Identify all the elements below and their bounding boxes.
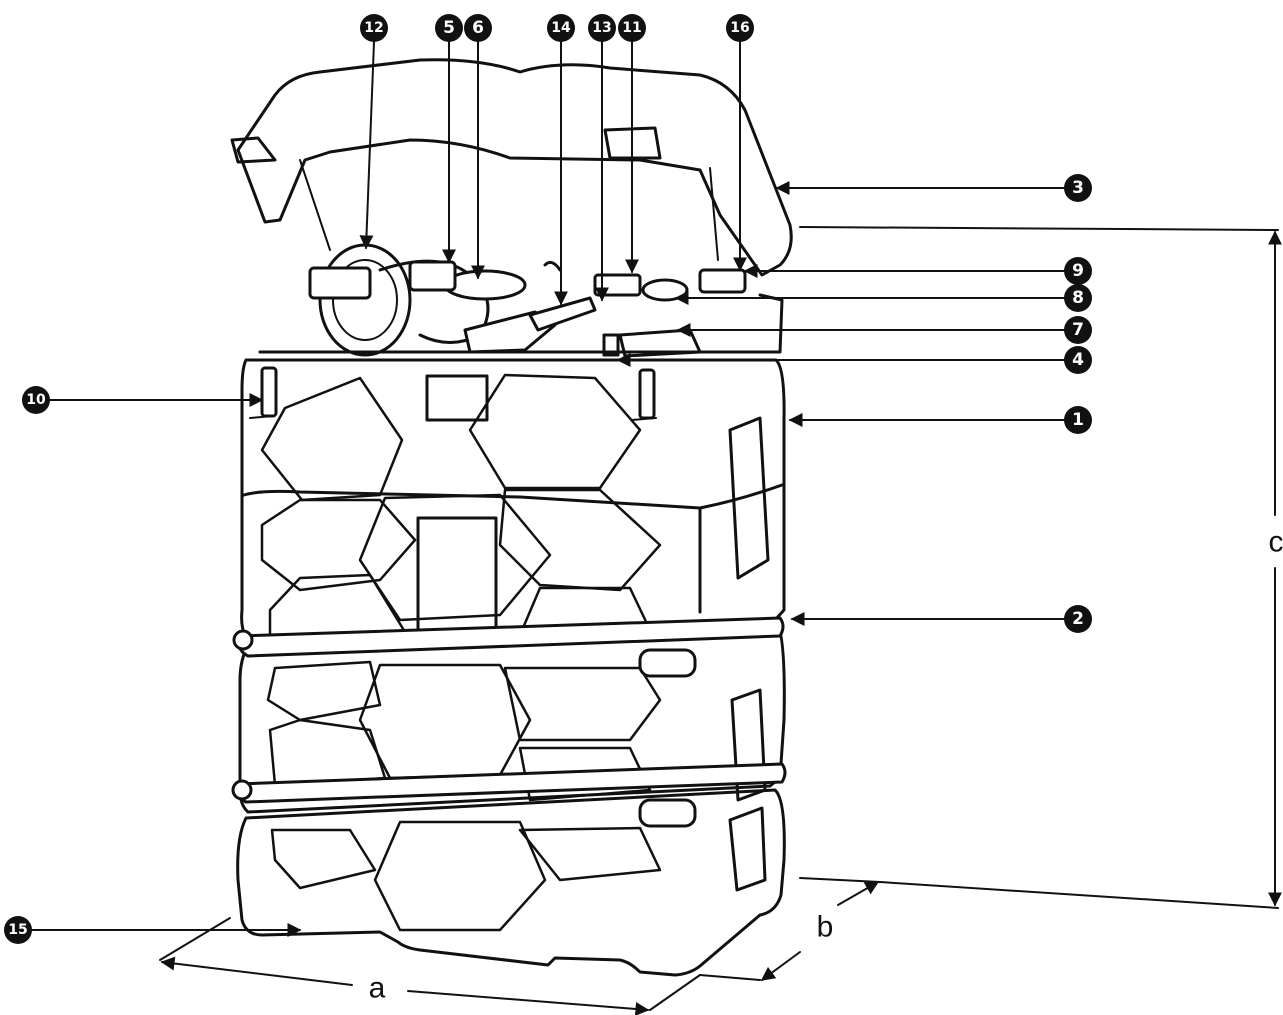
latches	[249, 366, 657, 421]
callout-badges: 1 2 3 4 5 6 7 8 9 10 11 12 13 14 15 16	[4, 14, 1092, 944]
svg-text:9: 9	[1072, 261, 1084, 281]
svg-text:2: 2	[1072, 609, 1084, 629]
internal-components	[258, 243, 784, 358]
svg-text:7: 7	[1072, 320, 1084, 340]
callout-16: 16	[726, 14, 754, 42]
callout-15: 15	[4, 916, 32, 944]
callout-8: 8	[1064, 284, 1092, 312]
callout-9: 9	[1064, 257, 1092, 285]
callout-4: 4	[1064, 346, 1092, 374]
callout-5: 5	[435, 14, 463, 42]
tank-body	[236, 358, 786, 977]
dimension-label-a: a	[369, 972, 386, 1005]
callout-11: 11	[618, 14, 646, 42]
svg-text:15: 15	[8, 922, 27, 938]
svg-text:3: 3	[1072, 178, 1084, 198]
callout-7: 7	[1064, 316, 1092, 344]
svg-text:14: 14	[551, 20, 571, 36]
dimension-label-c: c	[1269, 526, 1283, 559]
leader-lines	[29, 41, 1065, 937]
lid	[230, 58, 793, 277]
callout-14: 14	[547, 14, 575, 42]
svg-text:11: 11	[622, 20, 641, 36]
svg-text:1: 1	[1072, 410, 1084, 430]
callout-12: 12	[360, 14, 388, 42]
handle-bars	[231, 616, 787, 828]
svg-text:12: 12	[364, 20, 383, 36]
svg-text:5: 5	[443, 18, 455, 38]
svg-text:4: 4	[1072, 350, 1084, 370]
svg-text:8: 8	[1072, 288, 1084, 308]
svg-text:6: 6	[472, 18, 484, 38]
svg-text:16: 16	[730, 20, 749, 36]
svg-text:13: 13	[592, 20, 611, 36]
callout-6: 6	[464, 14, 492, 42]
dimension-label-b: b	[817, 911, 834, 944]
callout-3: 3	[1064, 174, 1092, 202]
svg-text:10: 10	[26, 392, 46, 408]
callout-2: 2	[1064, 605, 1092, 633]
dimension-lines	[159, 226, 1282, 1015]
callout-10: 10	[22, 386, 50, 414]
callout-13: 13	[588, 14, 616, 42]
callout-1: 1	[1064, 406, 1092, 434]
